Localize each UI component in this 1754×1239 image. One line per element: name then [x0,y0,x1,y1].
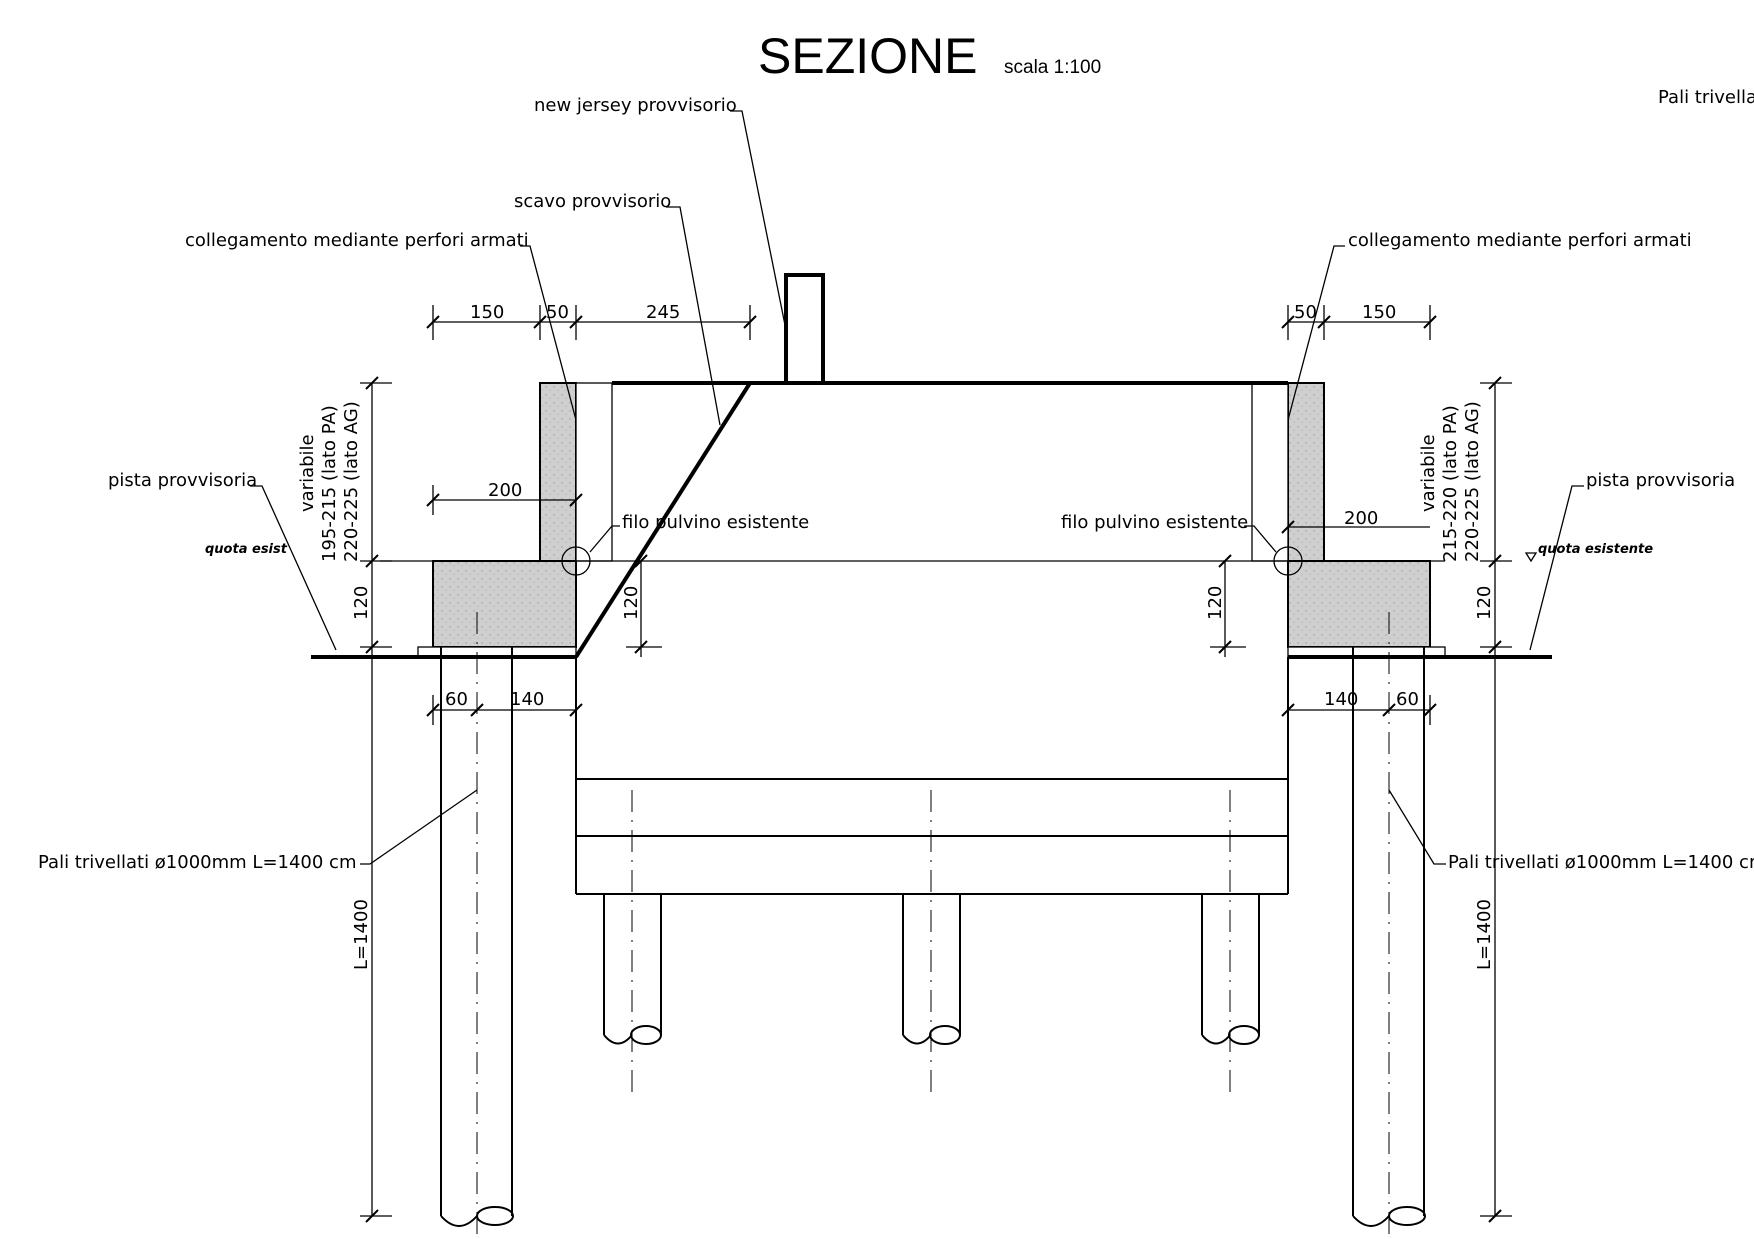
label-quota-right: quota esistente [1538,542,1653,557]
leader-collegamento-right [1287,245,1345,421]
dim-150-right: 150 [1362,302,1396,323]
label-new-jersey: new jersey provvisorio [534,95,737,116]
l1400-right: L=1400 [1474,899,1495,970]
leader-pista-left [250,485,337,651]
dim-vertical-left [360,376,392,1223]
label-scavo: scavo provvisorio [514,191,671,212]
right-abutment [1287,382,1446,658]
scale-label: scala 1:100 [1004,57,1101,78]
existing-pile-3 [1201,790,1260,1100]
bored-pile-left [440,612,514,1239]
pali-label-top-right: Pali trivella [1658,87,1754,108]
dim-50-right: 50 [1294,302,1317,323]
variabile-right-2: 215-220 (lato PA) [1440,405,1461,562]
label-filo-left: filo pulvino esistente [622,512,809,533]
leader-new-jersey [730,110,787,331]
dim-200-right: 200 [1344,508,1378,529]
label-quota-left: quota esist [205,542,288,557]
dim-pile-left [426,695,583,725]
dim-top-right [1281,305,1437,340]
dim-200-left-line [426,485,583,515]
variabile-left-group: variabile 195-215 (lato PA) 220-225 (lat… [297,401,362,562]
dim-140-left: 140 [510,689,544,710]
dim-120-mid-left-line [626,554,662,657]
label-pista-right: pista provvisoria [1586,470,1735,491]
label-collegamento-right: collegamento mediante perfori armati [1348,230,1692,251]
leader-collegamento-left [520,245,577,421]
pulvino-marker-right [1273,546,1303,576]
scavo-slope [574,381,752,659]
dim-150-left: 150 [470,302,504,323]
leader-filo-left [589,525,620,553]
dim-top-left [426,305,757,340]
dim-120-mid-right: 120 [1205,586,1226,620]
existing-pile-2 [902,790,961,1100]
dim-50-left: 50 [546,302,569,323]
label-filo-right: filo pulvino esistente [1061,512,1248,533]
dim-60-left: 60 [445,689,468,710]
variabile-left-2: 195-215 (lato PA) [319,405,340,562]
variabile-left-3: 220-225 (lato AG) [341,401,362,562]
leader-scavo [666,206,721,426]
dim-120-mid-left: 120 [621,586,642,620]
section-title: SEZIONE [758,28,977,84]
dim-200-left: 200 [488,480,522,501]
label-pista-left: pista provvisoria [108,470,257,491]
label-pali-right: Pali trivellati ø1000mm L=1400 cm [1448,852,1754,873]
variabile-right-1: variabile [1418,434,1439,512]
variabile-right-3: 220-225 (lato AG) [1462,401,1483,562]
dim-120-right: 120 [1474,586,1495,620]
left-abutment [417,382,577,658]
new-jersey [784,273,825,385]
dim-pile-right [1281,695,1437,725]
pulvino-strip-right [1251,382,1289,562]
dim-60-right: 60 [1396,689,1419,710]
label-pali-left: Pali trivellati ø1000mm L=1400 cm [38,852,356,873]
dim-120-left: 120 [351,586,372,620]
leader-pali-left [360,789,478,865]
dim-245: 245 [646,302,680,323]
l1400-left: L=1400 [351,899,372,970]
variabile-right-group: variabile 215-220 (lato PA) 220-225 (lat… [1418,401,1483,562]
level-triangle-icon [1524,552,1538,563]
dim-200-right-line [1281,520,1430,534]
pulvino-marker-left [561,546,591,576]
variabile-left-1: variabile [297,434,318,512]
dim-120-mid-right-line [1210,554,1246,657]
leader-pali-right [1388,789,1446,865]
pulvino-strip-left [575,382,613,562]
leader-pista-right [1529,485,1584,651]
existing-pile-1 [603,790,662,1100]
leader-filo-right [1244,525,1277,553]
dim-140-right: 140 [1324,689,1358,710]
label-collegamento-left: collegamento mediante perfori armati [185,230,529,251]
bored-pile-right [1352,612,1426,1239]
dim-vertical-right [1480,376,1512,1223]
